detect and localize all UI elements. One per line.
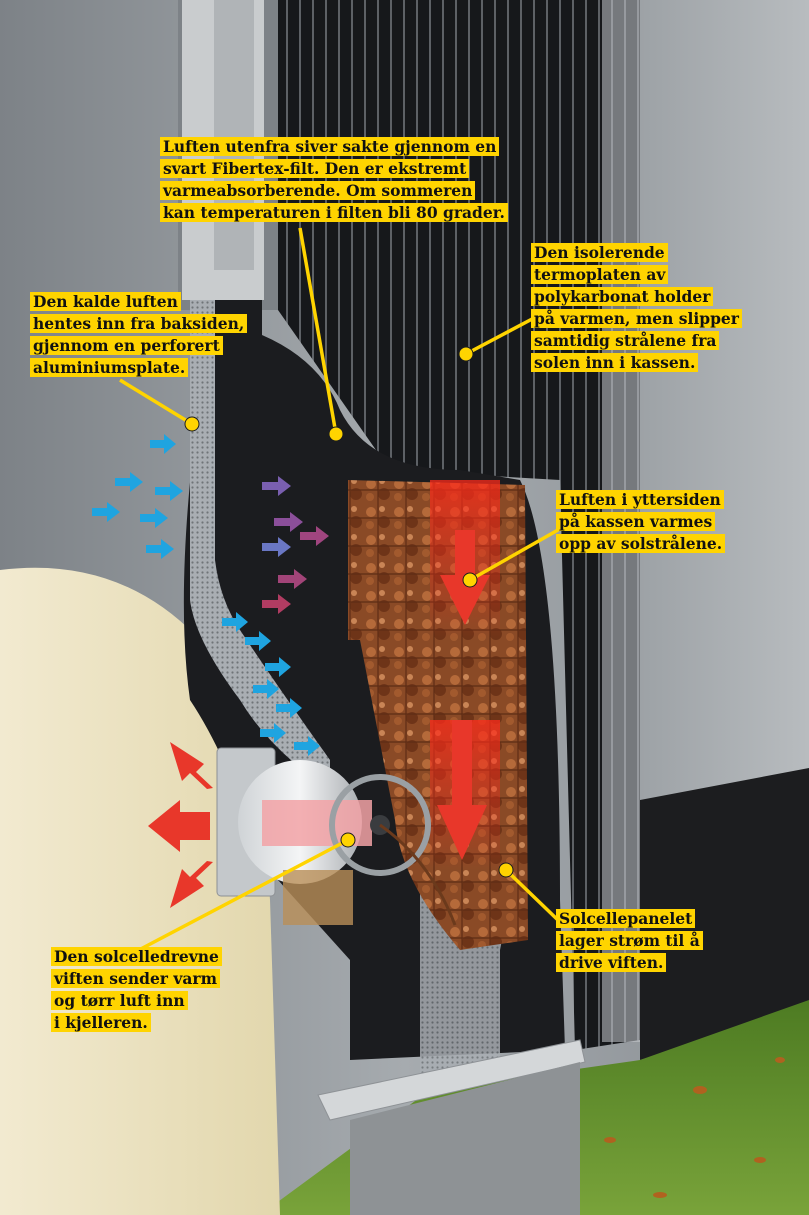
fan-icon — [329, 774, 431, 876]
window-sill — [317, 1039, 586, 1121]
callout-solar-panel-line: lager strøm til å — [556, 931, 703, 950]
yellow-dot-icon — [498, 862, 514, 878]
callout-thermoplate-line: samtidig strålene fra — [531, 331, 720, 350]
cold-air-arrows — [92, 434, 320, 756]
leader-lines — [119, 227, 562, 954]
callout-outer-side-line: opp av solstrålene. — [556, 534, 726, 553]
callout-felt-line: svart Fibertex-filt. Den er ekstremt — [160, 159, 470, 178]
yellow-dot-icon — [328, 426, 344, 442]
callout-solar-panel-line: Solcellepanelet — [556, 909, 696, 928]
callout-fan-line: og tørr luft inn — [51, 991, 188, 1010]
foundation — [350, 1062, 580, 1215]
callout-felt-line: kan temperaturen i filten bli 80 grader. — [160, 203, 508, 222]
callout-cold-air-line: hentes inn fra baksiden, — [30, 314, 248, 333]
callout-solar-panel: Solcellepanelet lager strøm til å drive … — [556, 908, 703, 974]
callout-fan-line: viften sender varm — [51, 969, 220, 988]
yellow-dot-icon — [184, 416, 200, 432]
thermoplate-polycarbonate — [278, 0, 640, 1050]
yellow-dot-icon — [340, 832, 356, 848]
leader-dots — [184, 346, 514, 878]
callout-outer-side: Luften i yttersiden på kassen varmes opp… — [556, 489, 726, 555]
fan-warm-core — [262, 800, 372, 846]
callout-fan: Den solcelledrevne viften sender varm og… — [51, 946, 222, 1034]
callout-cold-air-line: aluminiumsplate. — [30, 358, 189, 377]
basement-shadow — [640, 768, 809, 1060]
wooden-frame — [283, 870, 353, 925]
callout-fan-line: Den solcelledrevne — [51, 947, 222, 966]
callout-solar-panel-line: drive viften. — [556, 953, 667, 972]
warming-arrows — [262, 476, 329, 614]
callout-cold-air-line: gjennom en perforert — [30, 336, 223, 355]
fan-cable — [379, 823, 457, 926]
callout-felt-line: varmeabsorberende. Om sommeren — [160, 181, 476, 200]
callout-felt-line: Luften utenfra siver sakte gjennom en — [160, 137, 500, 156]
callout-outer-side-line: Luften i yttersiden — [556, 490, 724, 509]
callout-thermoplate-line: Den isolerende — [531, 243, 668, 262]
callout-cold-air-line: Den kalde luften — [30, 292, 181, 311]
perforated-aluminium-plate — [190, 300, 330, 790]
callout-thermoplate: Den isolerende termoplaten av polykarbon… — [531, 242, 742, 374]
house-wall-right — [640, 0, 809, 800]
callout-felt: Luften utenfra siver sakte gjennom en sv… — [160, 136, 508, 224]
callout-thermoplate-line: termoplaten av — [531, 265, 669, 284]
callout-thermoplate-line: polykarbonat holder — [531, 287, 714, 306]
callout-thermoplate-line: på varmen, men slipper — [531, 309, 742, 328]
yellow-dot-icon — [462, 572, 478, 588]
warm-air-out-arrows — [148, 742, 213, 908]
callout-thermoplate-line: solen inn i kassen. — [531, 353, 699, 372]
callout-cold-air: Den kalde luften hentes inn fra baksiden… — [30, 291, 248, 379]
callout-outer-side-line: på kassen varmes — [556, 512, 716, 531]
yellow-dot-icon — [458, 346, 474, 362]
fan-assembly — [216, 747, 457, 926]
window-frame-inner — [214, 0, 254, 270]
callout-fan-line: i kjelleren. — [51, 1013, 151, 1032]
